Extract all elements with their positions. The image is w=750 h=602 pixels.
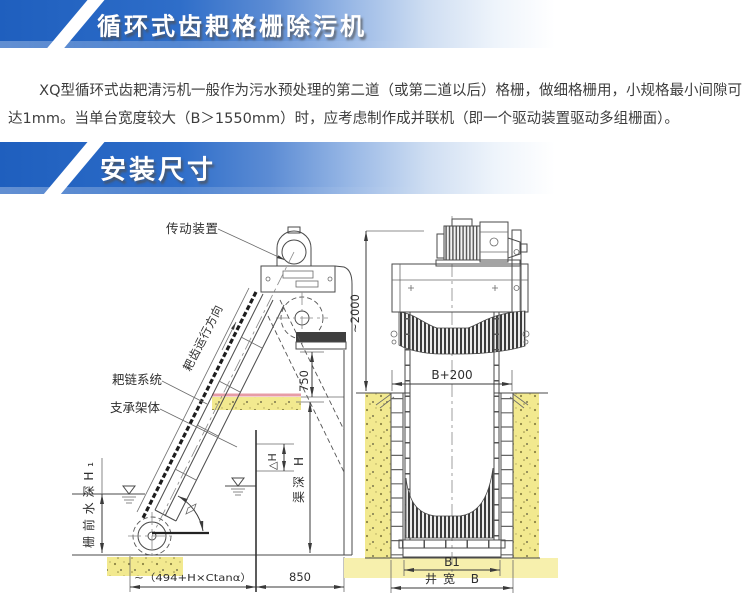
discharge-chute <box>296 332 346 342</box>
water-level-upstream <box>72 485 145 504</box>
front-view: ~2000 B+200 B1 井宽 B <box>344 216 558 593</box>
floor-hatch <box>212 397 301 410</box>
dim-b-plus-200: B+200 <box>431 368 472 382</box>
label-rake-chain-system: 耙链系统 <box>112 372 162 387</box>
label-rake-travel-direction: 耙齿运行方向 <box>180 303 225 374</box>
ground-hatch-front-left <box>365 393 391 558</box>
water-level-downstream <box>225 477 256 496</box>
dim-well-width: 井宽 B <box>425 571 479 586</box>
ground-hatch-left <box>107 557 183 576</box>
dim-channel-depth: 渠深 H <box>292 457 306 503</box>
ground-hatch-front-right <box>513 393 539 558</box>
dim-b1: B1 <box>444 555 460 569</box>
rake-chain <box>141 291 258 519</box>
banner-bottom-highlight <box>0 41 430 48</box>
screen-belt-lower <box>405 467 494 539</box>
dim-horizontal-projection: ~（494+H×Ctanα） <box>134 572 252 584</box>
installation-dimension-drawing: 传动装置 耙链系统 支承架体 耙齿运行方向 栅前水深H₁ 750 △H 渠深 H… <box>72 216 558 593</box>
product-title: 循环式齿耙格栅除污机 <box>97 12 367 41</box>
label-support-frame: 支承架体 <box>110 400 160 415</box>
label-drive-unit: 传动装置 <box>166 221 218 236</box>
dim-upstream-water-depth: 栅前水深H₁ <box>81 462 96 548</box>
banner-bottom-highlight <box>0 187 430 194</box>
motor <box>435 218 528 267</box>
dim-850: 850 <box>289 570 311 584</box>
screen-belt-upper <box>398 310 526 355</box>
product-description: XQ型循环式齿耙清污机一般作为污水预处理的第二道（或第二道以后）格栅，做细格栅用… <box>8 82 743 127</box>
dim-delta-h: △H <box>266 453 279 470</box>
dim-2000: ~2000 <box>348 294 362 333</box>
dim-750: 750 <box>297 370 311 392</box>
section-banner-installation: 安装尺寸 <box>0 142 750 194</box>
section-banner-product: 循环式齿耙格栅除污机 <box>0 0 750 48</box>
side-view: 传动装置 耙链系统 支承架体 耙齿运行方向 栅前水深H₁ 750 △H 渠深 H… <box>72 221 353 592</box>
installation-section-title: 安装尺寸 <box>100 155 217 186</box>
